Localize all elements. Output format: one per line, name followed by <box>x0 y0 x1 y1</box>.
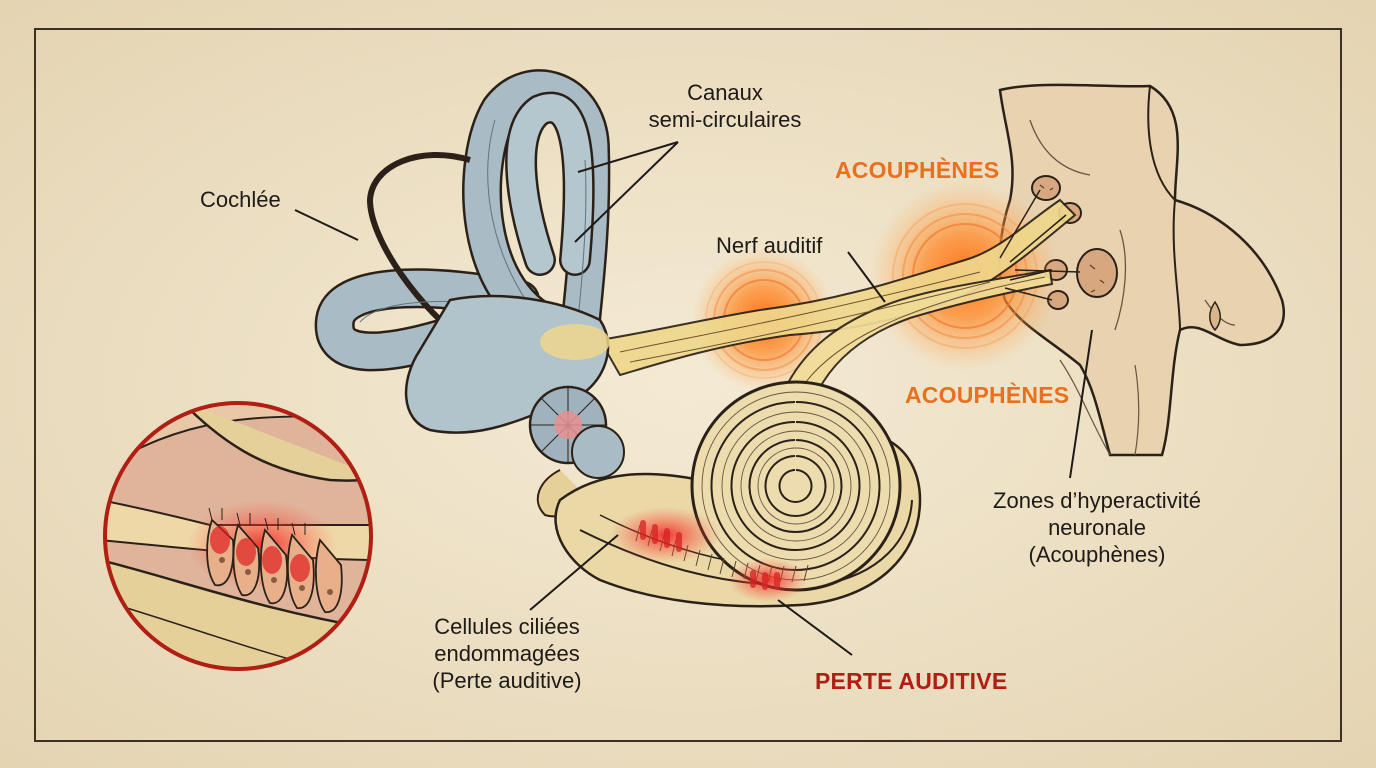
label-hair-cells-line1: Cellules ciliées <box>434 614 580 639</box>
label-damaged-hair-cells: Cellules ciliées endommagées (Perte audi… <box>412 613 602 694</box>
label-hearing-loss: PERTE AUDITIVE <box>815 668 1008 694</box>
label-canals-line1: Canaux <box>687 80 763 105</box>
brainstem-drawing <box>998 83 1285 457</box>
label-hair-cells-line3: (Perte auditive) <box>432 668 582 693</box>
frame-border <box>34 28 1342 742</box>
label-hyperactivity-line3: (Acouphènes) <box>1028 542 1166 567</box>
label-hyperactivity-line1: Zones d’hyperactivité <box>993 488 1201 513</box>
label-cochlea: Cochlée <box>200 187 281 212</box>
label-hyperactivity-zones: Zones d’hyperactivité neuronale (Acouphè… <box>985 487 1209 568</box>
leader-lines <box>294 141 1093 656</box>
label-hyperactivity-line2: neuronale <box>1048 515 1146 540</box>
damaged-hair-cells-glow <box>610 507 808 602</box>
label-hair-cells-line2: endommagées <box>434 641 580 666</box>
semicircular-canals <box>314 69 611 434</box>
cochlea-drawing <box>554 380 922 608</box>
label-canals-line2: semi-circulaires <box>648 107 802 132</box>
label-semicircular-canals: Canaux semi-circulaires <box>640 79 810 133</box>
label-tinnitus-brain: ACOUPHÈNES <box>835 157 1000 183</box>
magnified-inset <box>103 401 373 671</box>
label-auditory-nerve: Nerf auditif <box>716 233 823 258</box>
label-tinnitus-nerve: ACOUPHÈNES <box>905 382 1070 408</box>
